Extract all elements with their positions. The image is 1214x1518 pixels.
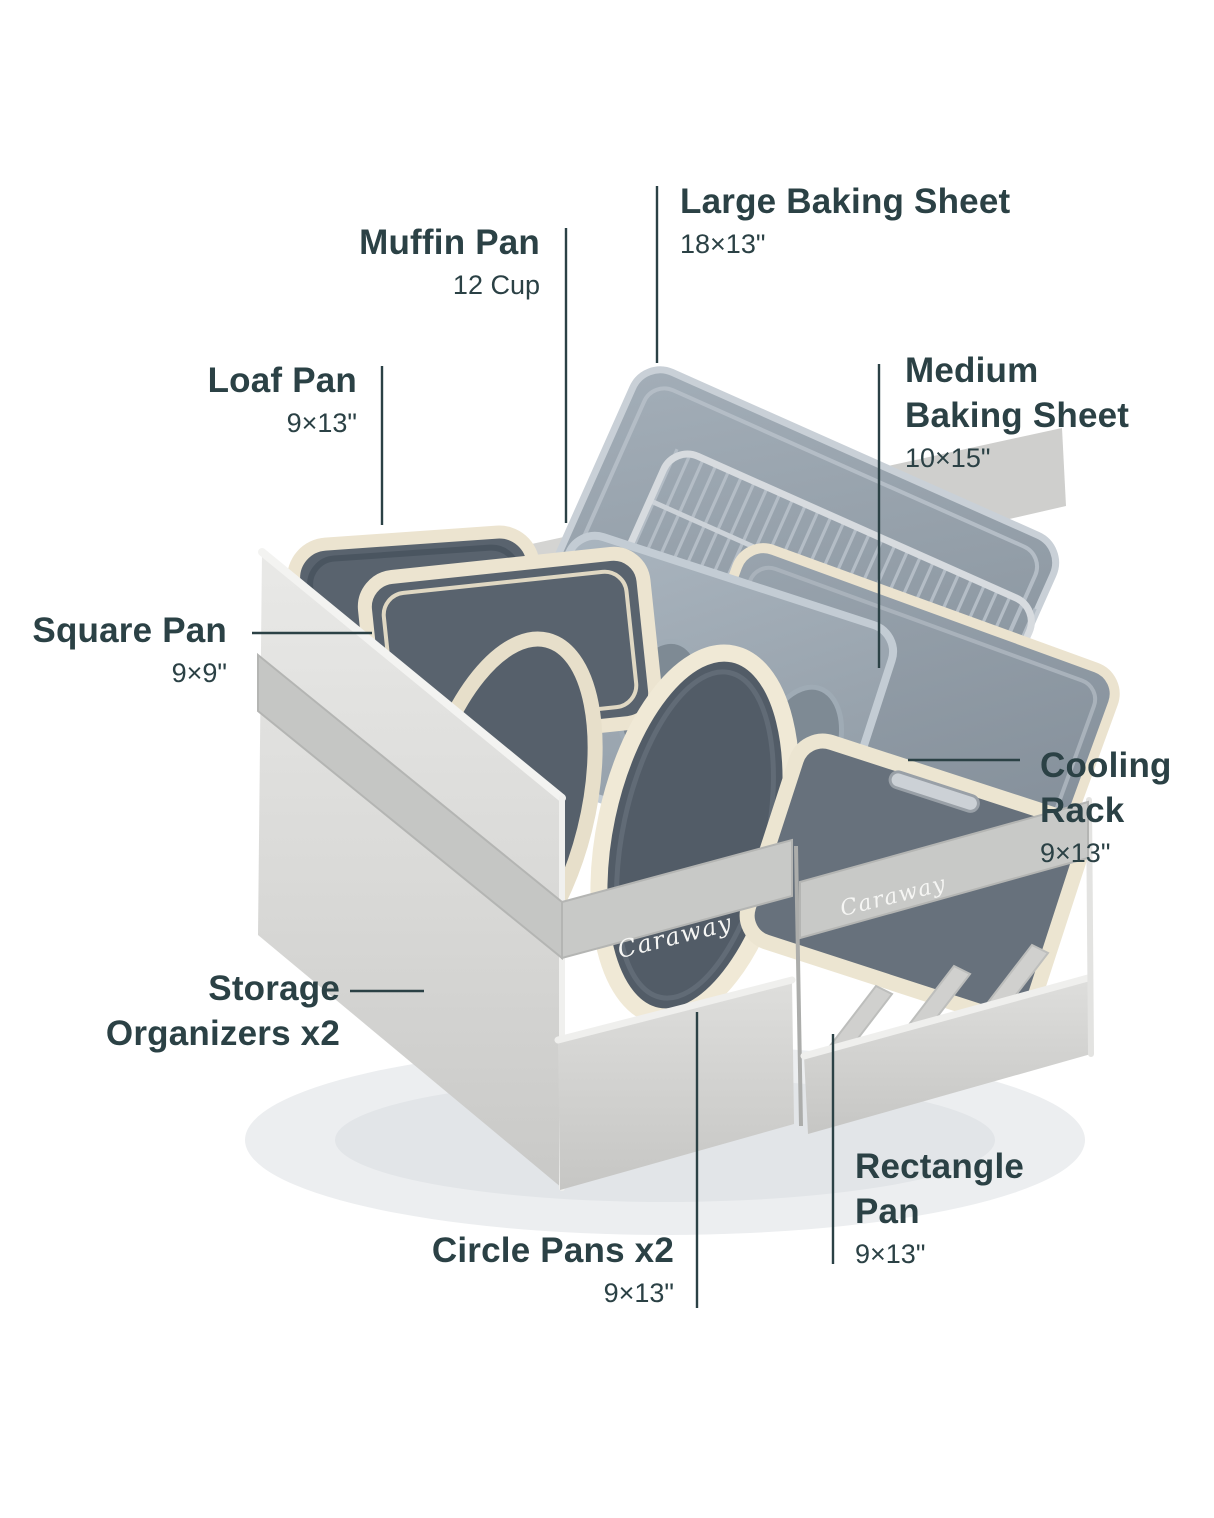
callout-title-line2: Organizers x2	[105, 1014, 340, 1053]
callout-rectangle-pan: Rectangle Pan 9×13"	[855, 1144, 1024, 1272]
callout-dimension: 9×13"	[855, 1239, 926, 1269]
callout-title: Circle Pans x2	[431, 1231, 674, 1270]
callout-title: Storage	[208, 969, 340, 1008]
organizer1-front-wall	[558, 980, 794, 1190]
organizer2-strap	[799, 800, 1089, 940]
callout-title-line2: Baking Sheet	[905, 396, 1130, 435]
callout-title: Rectangle	[855, 1147, 1025, 1186]
organizer1-strap-front	[561, 838, 793, 960]
organizer1-side-wall	[258, 552, 562, 1188]
callout-title: Cooling	[1040, 746, 1172, 785]
organizer1-front-wall-cap	[554, 976, 796, 1044]
callout-title: Muffin Pan	[359, 223, 540, 262]
organizer2-front-wall	[804, 978, 1091, 1134]
callout-title-line2: Rack	[1040, 791, 1125, 830]
organizer2-front-wall-cap	[800, 974, 1092, 1060]
callout-dimension: 10×15"	[905, 443, 991, 473]
callout-title: Large Baking Sheet	[680, 182, 1011, 221]
callout-muffin-pan: Muffin Pan 12 Cup	[359, 220, 540, 303]
organizer1-side-wall-cap	[258, 548, 566, 802]
callout-title: Loaf Pan	[207, 361, 357, 400]
rectangle-pan-handle	[888, 770, 980, 813]
callout-title: Square Pan	[32, 611, 227, 650]
callout-title: Medium	[905, 351, 1039, 390]
organizer-gap	[794, 845, 803, 1127]
callout-title-line2: Pan	[855, 1192, 920, 1231]
callout-storage-organizers: Storage Organizers x2	[106, 966, 340, 1056]
callout-dimension: 9×13"	[286, 408, 357, 438]
callout-dimension: 18×13"	[680, 229, 766, 259]
callout-dimension: 9×9"	[171, 658, 227, 688]
callout-dimension: 9×13"	[603, 1278, 674, 1308]
callout-circle-pans: Circle Pans x2 9×13"	[432, 1228, 674, 1311]
callout-square-pan: Square Pan 9×9"	[32, 608, 227, 691]
callout-dimension: 12 Cup	[452, 270, 540, 300]
callout-medium-baking-sheet: Medium Baking Sheet 10×15"	[905, 348, 1129, 476]
organizer2-right-edge	[1086, 797, 1094, 1057]
callout-dimension: 9×13"	[1040, 838, 1111, 868]
callout-loaf-pan: Loaf Pan 9×13"	[208, 358, 357, 441]
callout-lines	[252, 186, 1020, 1308]
callout-cooling-rack: Cooling Rack 9×13"	[1040, 743, 1172, 871]
callout-large-baking-sheet: Large Baking Sheet 18×13"	[680, 179, 1010, 262]
